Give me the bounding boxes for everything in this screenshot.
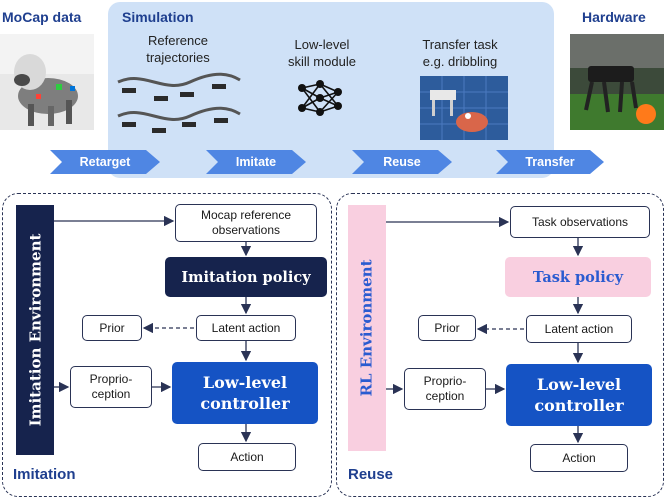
mocap-dog-photo: [0, 34, 94, 130]
rl-environment-bar: RL Environment: [348, 205, 386, 451]
stage-imitate-label: Imitate: [235, 155, 277, 169]
transfer-task-caption: Transfer task e.g. dribbling: [422, 37, 498, 69]
imitation-policy-box: Imitation policy: [165, 257, 327, 297]
reuse-prior-box: Prior: [418, 315, 476, 341]
imitation-environment-bar: Imitation Environment: [16, 205, 54, 455]
stage-reuse: Reuse: [352, 150, 452, 174]
imitation-latent-action-box: Latent action: [196, 315, 296, 341]
stage-transfer-label: Transfer: [525, 155, 575, 169]
stage-imitate: Imitate: [206, 150, 306, 174]
skill-module-caption: Low-level skill module: [288, 37, 356, 69]
reference-trajectories-illustration: [117, 72, 241, 133]
simulation-title: Simulation: [122, 9, 194, 25]
reuse-action-box: Action: [530, 444, 628, 472]
imitation-prior-box: Prior: [82, 315, 142, 341]
imitation-section-label: Imitation: [13, 466, 76, 483]
imitation-action-box: Action: [198, 443, 296, 471]
task-policy-box: Task policy: [505, 257, 651, 297]
reuse-latent-action-box: Latent action: [526, 315, 632, 343]
rl-environment-label: RL Environment: [358, 259, 376, 397]
hardware-title: Hardware: [582, 9, 646, 25]
stage-transfer: Transfer: [496, 150, 604, 174]
imitation-low-level-controller: Low-level controller: [172, 362, 318, 424]
hardware-robot-photo: [570, 34, 664, 130]
transfer-task-sim-image: [420, 76, 508, 140]
task-observations-box: Task observations: [510, 206, 650, 238]
imitation-environment-label: Imitation Environment: [26, 233, 44, 427]
mocap-title: MoCap data: [2, 9, 82, 25]
reuse-low-level-controller: Low-level controller: [506, 364, 652, 426]
neural-network-icon: [298, 80, 342, 116]
stage-reuse-label: Reuse: [383, 155, 421, 169]
imitation-proprioception-box: Proprio- ception: [70, 366, 152, 408]
reuse-proprioception-box: Proprio- ception: [404, 368, 486, 410]
reuse-section-label: Reuse: [348, 466, 394, 483]
reference-trajectories-caption: Reference trajectories: [146, 33, 210, 65]
stage-retarget: Retarget: [50, 150, 160, 174]
mocap-observations-box: Mocap reference observations: [175, 204, 317, 242]
imitation-panel: [2, 193, 332, 497]
stage-retarget-label: Retarget: [79, 155, 131, 169]
